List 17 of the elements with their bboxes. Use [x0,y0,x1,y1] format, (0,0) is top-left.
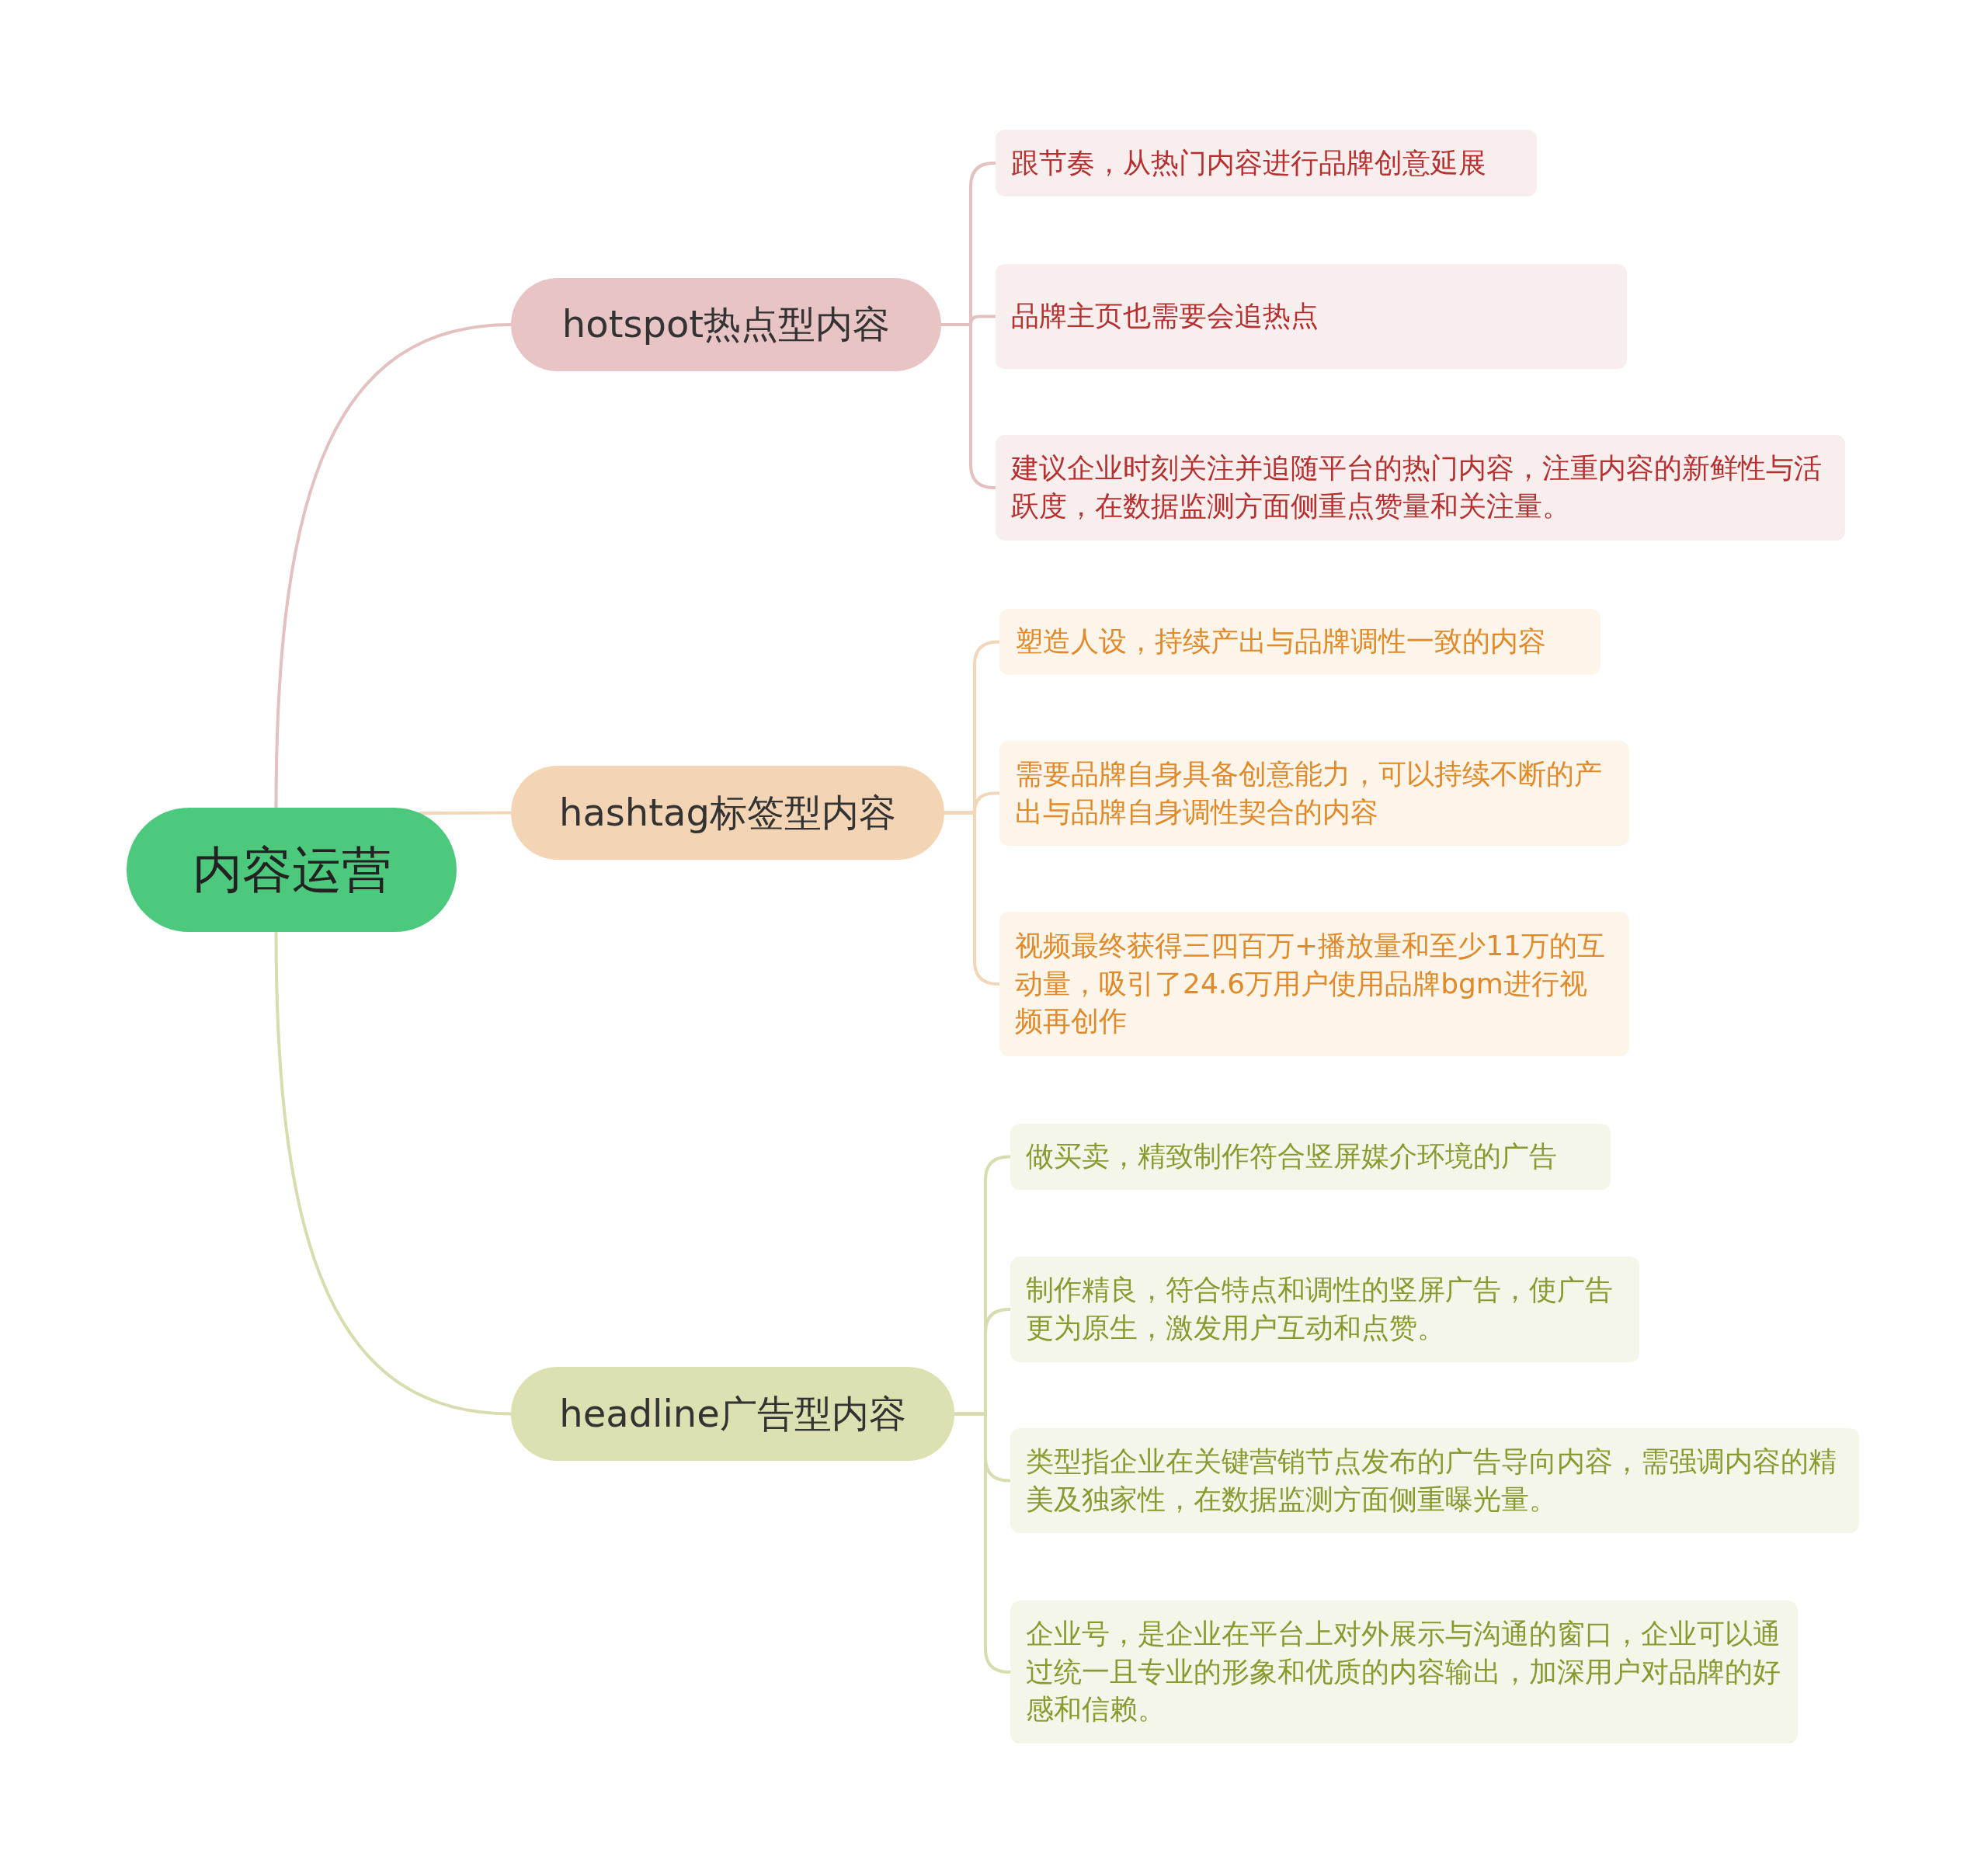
leaf-topic: 跟节奏，从热门内容进行品牌创意延展 [996,130,1537,196]
leaf-topic: 制作精良，符合特点和调性的竖屏广告，使广告更为原生，激发用户互动和点赞。 [1010,1257,1639,1362]
leaf-topic: 类型指企业在关键营销节点发布的广告导向内容，需强调内容的精美及独家性，在数据监测方面侧重曝光量。 [1010,1428,1859,1533]
leaf-topic: 视频最终获得三四百万+播放量和至少11万的互动量，吸引了24.6万用户使用品牌bgm进行视频再创作 [999,912,1629,1056]
leaf-topic: 需要品牌自身具备创意能力，可以持续不断的产出与品牌自身调性契合的内容 [999,741,1629,846]
leaf-topic: 品牌主页也需要会追热点 [996,264,1627,369]
leaf-topic: 做买卖，精致制作符合竖屏媒介环境的广告 [1010,1124,1611,1190]
connector-line [274,931,512,1416]
connector-line [419,811,511,815]
central-topic: 内容运营 [127,808,457,932]
connector-line [274,323,512,808]
branch-topic: hashtag标签型内容 [511,766,944,860]
leaf-topic: 企业号，是企业在平台上对外展示与沟通的窗口，企业可以通过统一且专业的形象和优质的内容输出，加深用户对品牌的好感和信赖。 [1010,1601,1798,1744]
branch-topic: hotspot热点型内容 [511,278,941,371]
leaf-topic: 建议企业时刻关注并追随平台的热门内容，注重内容的新鲜性与活跃度，在数据监测方面侧重点赞量和关注量。 [996,435,1845,541]
branch-topic: headline广告型内容 [511,1367,954,1461]
leaf-topic: 塑造人设，持续产出与品牌调性一致的内容 [999,609,1600,675]
